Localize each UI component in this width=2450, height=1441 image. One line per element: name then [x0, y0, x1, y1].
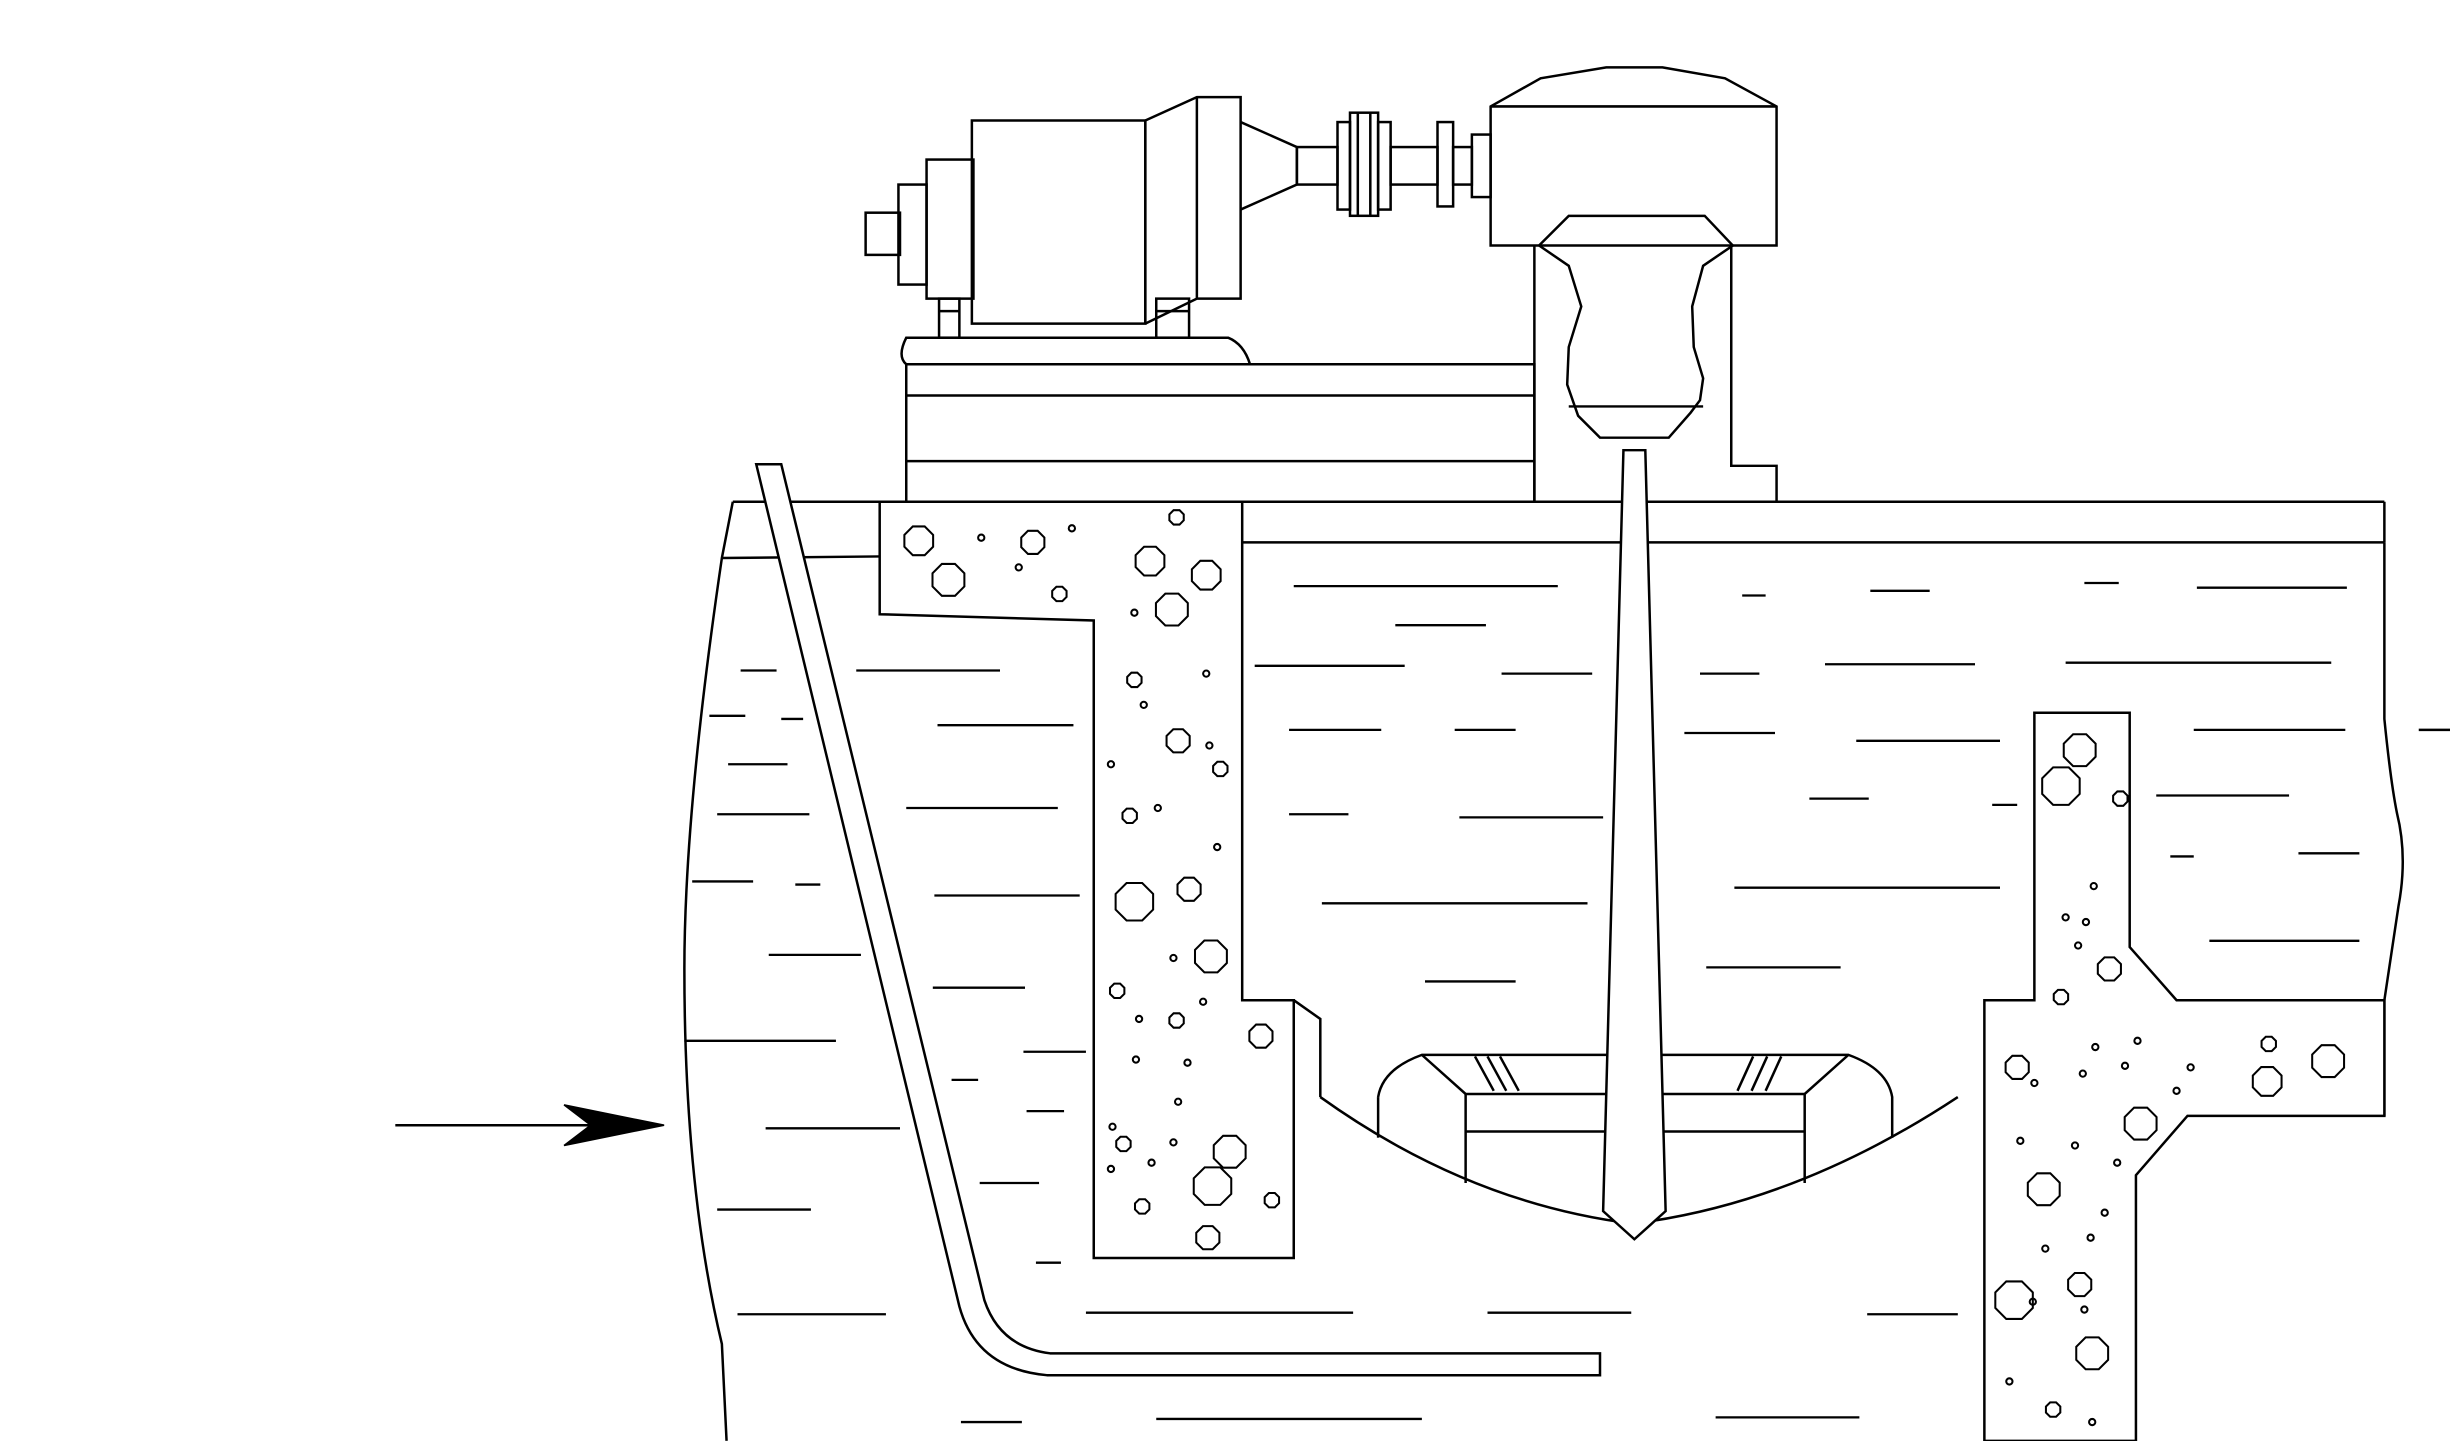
aggregate-bubble — [2089, 881, 2098, 891]
aggregate-bubble — [2120, 1061, 2130, 1070]
aggregate-bubble — [2251, 1066, 2283, 1097]
aggregate-bubble — [2260, 1035, 2277, 1053]
tank-wall-right — [2383, 542, 2450, 1116]
aggregate-bubble — [1139, 700, 1148, 710]
impeller — [1376, 1053, 1894, 1183]
aggregate-bubble — [1198, 997, 1208, 1006]
aggregate-bubble — [1195, 1225, 1221, 1251]
aggregate-bubble — [1169, 1138, 1178, 1147]
aggregate-bubble — [2096, 956, 2122, 982]
aggregate-bubble — [1106, 1164, 1116, 1174]
aggregate-bubble — [1106, 760, 1116, 769]
aggregate-bubble — [1115, 1135, 1132, 1153]
aggregate-bubble — [1205, 741, 1214, 750]
aggregate-bubble — [2044, 1401, 2062, 1418]
aggregate-bubble — [1193, 939, 1228, 974]
aggregate-bubble — [1131, 1055, 1141, 1064]
aggregate-bubble — [1108, 982, 1126, 1000]
aggregate-bubble — [1133, 1198, 1151, 1215]
aggregate-bubble — [903, 525, 935, 557]
aggregate-bubble — [1165, 728, 1191, 754]
inlet-pipe — [754, 463, 1602, 1377]
aggregate-bubble — [2078, 1069, 2087, 1078]
aggregate-bubble — [1263, 1191, 1281, 1209]
aggregate-bubble — [1168, 1012, 1185, 1029]
aggregate-bubble — [931, 562, 966, 597]
aggregate-bubble — [1176, 876, 1202, 902]
aggregate-bubble — [2041, 766, 2081, 806]
aggregate-bubble — [2067, 1271, 2093, 1298]
aggregate-bubble — [1212, 760, 1229, 778]
aggregate-bubble — [2075, 1336, 2110, 1371]
aggregate-bubble — [2005, 1377, 2014, 1386]
aggregate-bubble — [1126, 671, 1143, 689]
agitator-shaft — [1601, 448, 1667, 1241]
aggregate-bubble — [2186, 1063, 2195, 1072]
aggregate-bubble — [2123, 1106, 2158, 1141]
aggregate-bubble — [1248, 1023, 1274, 1049]
aggregate-bubble — [1020, 529, 1046, 555]
aggregate-bubble — [2073, 941, 2083, 950]
aggregate-bubble — [1994, 1280, 2034, 1320]
aggregate-bubble — [1213, 842, 1222, 852]
motor — [864, 95, 1242, 325]
mixer-drive-head — [1489, 66, 1778, 502]
aggregate-bubble — [1153, 803, 1162, 813]
aggregate-bubble — [1134, 545, 1166, 577]
aggregate-bubble — [2062, 733, 2097, 768]
motor-base-plate — [900, 336, 1252, 366]
aggregate-bubble — [1108, 1122, 1117, 1131]
aggregate-bubble — [2311, 1044, 2346, 1079]
aggregate-bubble — [2100, 1208, 2109, 1217]
aggregate-bubble — [1183, 1058, 1192, 1067]
aggregate-bubble — [2030, 1078, 2039, 1088]
aggregate-bubble — [2091, 1042, 2100, 1052]
tank-wall-left — [683, 501, 880, 1441]
aggregate-bubble — [1202, 669, 1211, 678]
aggregate-bubble — [1067, 524, 1077, 533]
aggregate-bubble — [1014, 563, 1023, 572]
shaft-coupling — [1240, 111, 1492, 218]
concrete-partition-wall — [1983, 711, 2386, 1441]
motor-platform — [905, 363, 1536, 503]
aggregate-bubble — [1147, 1158, 1156, 1167]
aggregate-bubble — [1169, 953, 1178, 963]
aggregate-bubble — [1051, 585, 1068, 603]
arrow-right-icon — [563, 1104, 665, 1147]
motor-feet — [937, 297, 1191, 339]
aggregate-bubble — [2172, 1086, 2181, 1095]
aggregate-bubble — [1130, 608, 1139, 617]
aggregate-bubble — [2113, 1158, 2122, 1167]
aggregate-bubble — [2028, 1297, 2037, 1306]
aggregate-bubble — [1173, 1097, 1183, 1106]
aggregate-bubble — [2004, 1054, 2030, 1080]
aggregate-bubble — [2133, 1036, 2142, 1045]
aggregate-bubble — [2061, 913, 2070, 922]
aggregate-bubble — [1190, 559, 1222, 591]
aggregate-bubble — [2052, 988, 2070, 1006]
aggregate-bubble — [1168, 509, 1185, 526]
water-surface-lines — [684, 581, 2360, 1424]
aggregate-bubble — [2088, 1417, 2097, 1427]
concrete-baffle-wall — [878, 500, 1295, 1260]
aggregate-bubble — [1121, 807, 1138, 825]
aggregate-bubble — [1114, 881, 1155, 922]
aggregate-bubble — [2070, 1141, 2080, 1150]
aggregate-bubble — [1134, 1014, 1144, 1024]
aggregate-bubble — [2086, 1233, 2095, 1242]
aggregate-bubble — [1192, 1166, 1233, 1206]
aggregate-bubble — [1154, 592, 1189, 627]
aggregate-bubble — [1212, 1134, 1247, 1169]
aggregate-bubble — [2026, 1172, 2061, 1207]
inflow-arrow — [395, 1104, 665, 1147]
aggregate-bubble — [977, 533, 986, 542]
aggregate-bubble — [2080, 1305, 2089, 1314]
aggregate-bubble — [2112, 790, 2129, 807]
aggregate-bubble — [2081, 917, 2091, 927]
aggregate-bubble — [2041, 1244, 2050, 1253]
aggregate-bubbles — [903, 509, 2346, 1427]
aggregate-bubble — [2016, 1136, 2025, 1145]
